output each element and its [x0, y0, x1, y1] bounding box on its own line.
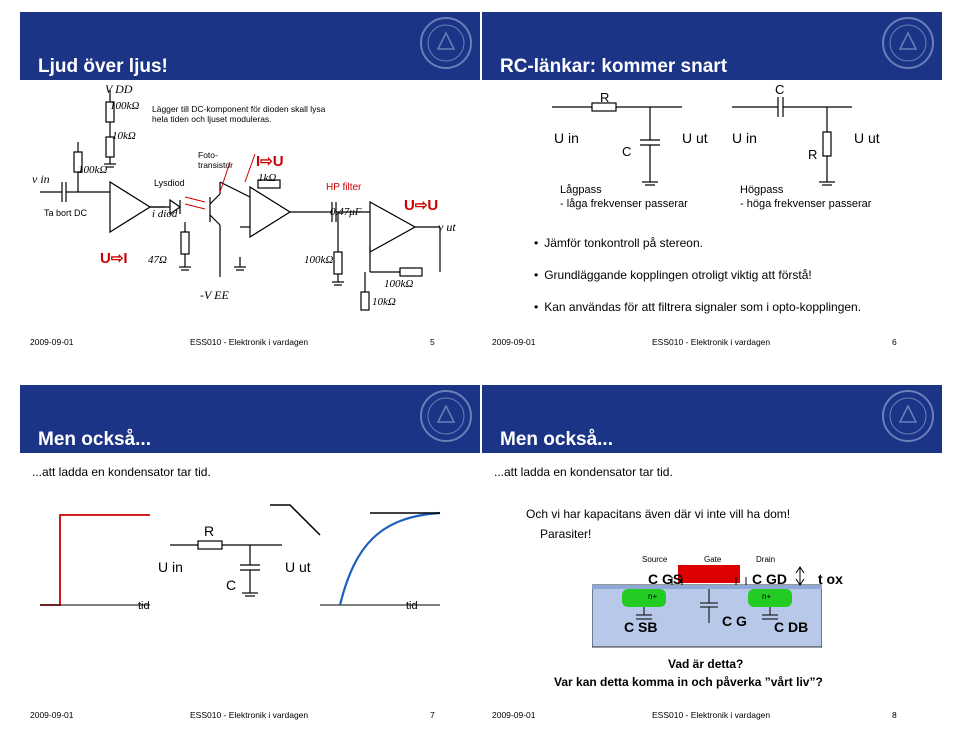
slide-header	[482, 385, 942, 453]
highpass-c-label: C	[775, 82, 785, 97]
cdb-label: C DB	[774, 619, 809, 635]
ta-bort-dc-label: Ta bort DC	[44, 208, 88, 218]
slide-title: RC-länkar: kommer snart	[500, 56, 728, 77]
highpass-desc: - höga frekvenser passerar	[740, 198, 872, 210]
u-to-i-label: U⇨I	[100, 250, 128, 267]
vdd-label: V DD	[105, 82, 133, 96]
vee-label: -V EE	[200, 288, 229, 302]
gate-label: Gate	[704, 555, 722, 564]
parasitic-line-1: Och vi har kapacitans även där vi inte v…	[526, 507, 791, 521]
lowpass-uin-label: U in	[554, 130, 579, 146]
capacitor-label: 0.47μF	[330, 206, 362, 218]
university-seal-icon	[882, 17, 934, 69]
csb-label: C SB	[624, 619, 658, 635]
tox-label: t ox	[818, 571, 843, 587]
mosfet-cross-section	[592, 565, 822, 648]
university-seal-icon	[882, 390, 934, 442]
highpass-title: Högpass	[740, 184, 784, 196]
slide-title: Men också...	[38, 429, 151, 450]
cg-label: C G	[722, 613, 747, 629]
resistor-10k-bottom-label: 10kΩ	[372, 296, 396, 308]
slide-footer: 2009-09-01 ESS010 - Elektronik i vardage…	[482, 710, 942, 724]
slide-8: Men också... ...att ladda en kondensator…	[482, 385, 942, 728]
c-label: C	[226, 577, 237, 593]
vin-label: v in	[32, 172, 50, 186]
highpass-uut-label: U ut	[854, 130, 880, 146]
question-2: Var kan detta komma in och påverka ”vårt…	[554, 675, 823, 689]
r-label: R	[204, 523, 215, 539]
university-seal-icon	[420, 390, 472, 442]
footer-date: 2009-09-01	[30, 337, 74, 347]
source-label: Source	[642, 555, 668, 564]
resistor-100k-input-label: 100kΩ	[78, 164, 108, 176]
opto-circuit-diagram	[40, 90, 441, 311]
bullet-item: Jämför tonkontroll på stereon.	[534, 236, 703, 250]
tid-right-label: tid	[406, 600, 418, 612]
slide-7: Men också... ...att ladda en kondensator…	[20, 385, 480, 728]
slide-header	[20, 12, 480, 80]
resistor-47-label: 47Ω	[148, 254, 167, 266]
u-to-u-label: U⇨U	[404, 197, 439, 214]
uin-label: U in	[158, 559, 183, 575]
lowpass-c-label: C	[622, 144, 632, 159]
cgd-label: C GD	[752, 571, 787, 587]
footer-course: ESS010 - Elektronik i vardagen	[190, 337, 309, 347]
uut-label: U ut	[285, 559, 311, 575]
resistor-100k-mid-label: 100kΩ	[304, 254, 334, 266]
footer-course: ESS010 - Elektronik i vardagen	[652, 710, 771, 720]
dc-note: Lägger till DC-komponent för dioden skal…	[152, 104, 326, 124]
footer-page: 8	[892, 710, 897, 720]
i-to-u-label: I⇨U	[256, 153, 284, 170]
footer-date: 2009-09-01	[492, 710, 536, 720]
lowpass-title: Lågpass	[560, 184, 602, 196]
lowpass-desc: - låga frekvenser passerar	[560, 198, 688, 210]
slide-header	[20, 385, 480, 453]
parasitic-line-2: Parasiter!	[540, 527, 592, 541]
slide-title: Ljud över ljus!	[38, 56, 168, 77]
n-plus-drain-label: n+	[762, 592, 772, 601]
question-1: Vad är detta?	[668, 657, 744, 671]
resistor-10k-label: 10kΩ	[112, 130, 136, 142]
resistor-100k-feedback-label: 100kΩ	[384, 278, 414, 290]
idiod-label: i diod	[152, 208, 178, 220]
footer-course: ESS010 - Elektronik i vardagen	[190, 710, 309, 720]
bullet-item: Grundläggande kopplingen otroligt viktig…	[534, 268, 812, 282]
footer-date: 2009-09-01	[492, 337, 536, 347]
slide-footer: 2009-09-01 ESS010 - Elektronik i vardage…	[20, 710, 480, 724]
footer-date: 2009-09-01	[30, 710, 74, 720]
bullet-item: Kan användas för att filtrera signaler s…	[534, 300, 861, 314]
hp-filter-label: HP filter	[326, 182, 362, 193]
university-seal-icon	[420, 17, 472, 69]
cgs-label: C GS	[648, 571, 683, 587]
footer-course: ESS010 - Elektronik i vardagen	[652, 337, 771, 347]
slide-title: Men också...	[500, 429, 613, 450]
resistor-100k-top-label: 100kΩ	[110, 100, 140, 112]
highpass-r-label: R	[808, 147, 818, 162]
subtitle: ...att ladda en kondensator tar tid.	[494, 465, 673, 479]
slide-6: RC-länkar: kommer snart R C U in U ut C	[482, 12, 942, 355]
resistor-1k-label: 1kΩ	[258, 172, 277, 184]
footer-page: 6	[892, 337, 897, 347]
footer-page: 7	[430, 710, 435, 720]
vut-label: v ut	[438, 220, 456, 234]
slide-footer: 2009-09-01 ESS010 - Elektronik i vardage…	[482, 337, 942, 351]
n-plus-source-label: n+	[648, 592, 658, 601]
rc-filter-diagrams	[552, 97, 852, 186]
tid-left-label: tid	[138, 600, 150, 612]
slide-header	[482, 12, 942, 80]
highpass-uin-label: U in	[732, 130, 757, 146]
footer-page: 5	[430, 337, 435, 347]
lowpass-r-label: R	[600, 90, 610, 105]
lowpass-uut-label: U ut	[682, 130, 708, 146]
fototransistor-label: Foto-transistor	[198, 150, 233, 170]
drain-label: Drain	[756, 555, 776, 564]
subtitle: ...att ladda en kondensator tar tid.	[32, 465, 211, 479]
lysdiod-label: Lysdiod	[154, 178, 185, 188]
slide-5: Ljud över ljus!	[20, 12, 480, 355]
rc-charging-diagram	[40, 504, 441, 606]
slide-footer: 2009-09-01 ESS010 - Elektronik i vardage…	[20, 337, 480, 351]
